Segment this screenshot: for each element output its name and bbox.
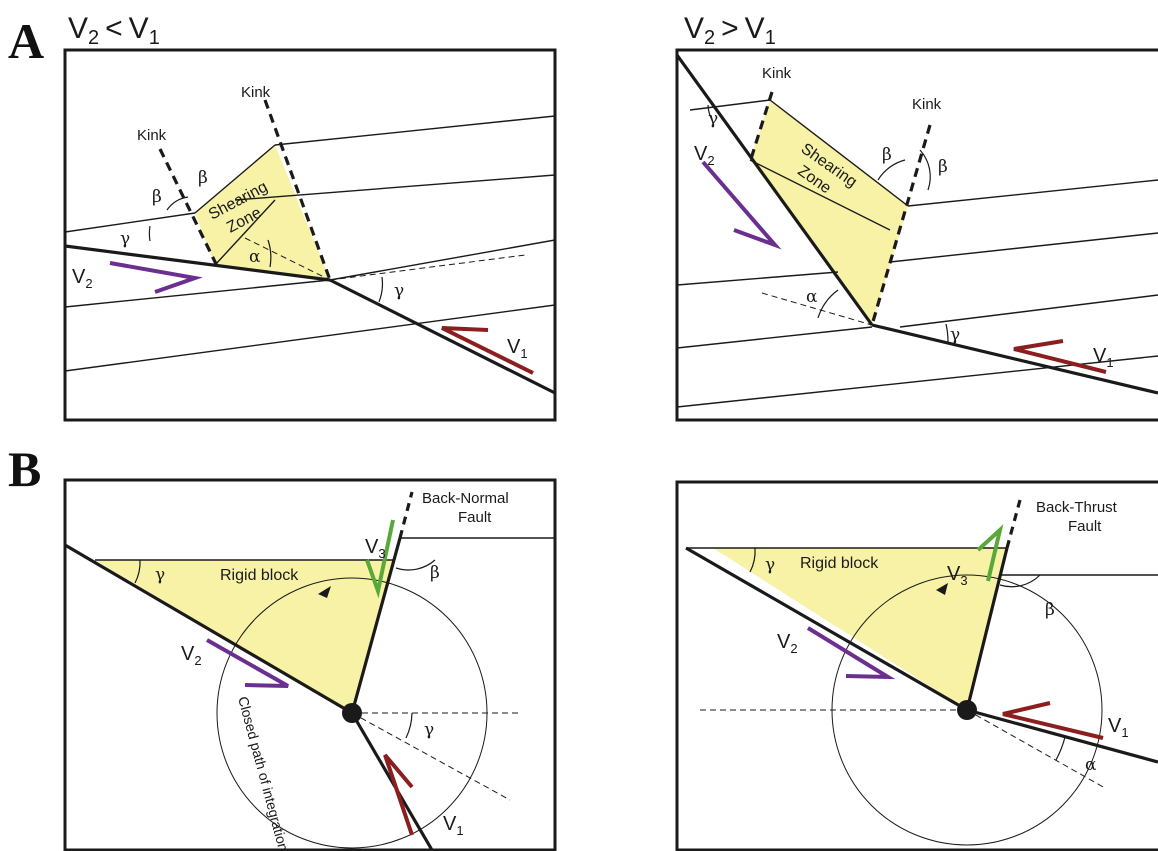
panel-letter-b: B <box>8 441 41 497</box>
dashed-reference <box>329 254 526 281</box>
v1-label: V1 <box>1093 345 1114 370</box>
fault-line <box>329 278 555 395</box>
v2-arrow <box>206 638 289 688</box>
beta-label: β <box>1045 600 1055 620</box>
back-normal-fault-extension <box>398 491 414 539</box>
dashed-reference <box>244 237 331 281</box>
fault-line <box>966 708 1158 764</box>
triple-junction-point <box>957 700 977 720</box>
kink-axis <box>158 148 220 269</box>
bedding-lines <box>65 115 555 372</box>
gamma-label: γ <box>155 565 165 585</box>
kink-axis <box>263 99 332 281</box>
path-direction-arrowhead <box>936 583 948 595</box>
rigid-block-fill <box>713 548 1007 710</box>
gamma-label: γ <box>120 229 130 249</box>
fault-line <box>685 546 968 712</box>
fault-line <box>65 244 331 282</box>
panel-frame <box>675 480 1158 851</box>
kink-axis <box>870 124 932 326</box>
gamma-label: γ <box>708 109 718 129</box>
caption-right: V2>V1 <box>684 12 776 49</box>
v1-label: V1 <box>507 336 528 361</box>
gamma-label: γ <box>424 720 434 740</box>
rigid-block-label: Rigid block <box>800 555 879 572</box>
panel-a-right: Kink Kink ShearingZone γ β β α γ V2 V1 <box>675 48 1158 422</box>
panel-letter-a: A <box>8 13 44 69</box>
panel-a-left: Kink Kink ShearingZone β β γ α γ V2 V1 <box>63 48 557 422</box>
shearing-zone-fill <box>750 100 908 325</box>
v1-arrow <box>1002 701 1104 740</box>
v2-label: V2 <box>72 266 93 291</box>
closed-path-label: Closed path of integration <box>235 695 292 851</box>
beta-label: β <box>198 168 208 188</box>
v1-label: V1 <box>1108 715 1129 740</box>
fault-line <box>350 537 402 714</box>
v2-label: V2 <box>181 643 202 668</box>
fault-line <box>871 323 1158 395</box>
dashed-reference <box>966 709 1106 789</box>
alpha-label: α <box>249 247 261 267</box>
caption-left: V2<V1 <box>68 12 160 49</box>
v1-label: V1 <box>443 813 464 838</box>
kink-label-1: Kink <box>762 65 792 82</box>
panel-frame <box>63 478 557 851</box>
panel-frame <box>63 48 557 422</box>
v3-label: V3 <box>947 563 968 588</box>
gamma-label: γ <box>394 281 404 301</box>
beta-label: β <box>882 145 892 165</box>
v2-arrow <box>109 261 203 294</box>
dashed-reference <box>761 292 873 326</box>
path-direction-arrowhead <box>318 586 331 598</box>
triple-junction-point <box>342 703 362 723</box>
fault-line <box>965 547 1009 711</box>
beta-label: β <box>152 187 162 207</box>
panel-frame <box>675 48 1158 422</box>
angle-arcs <box>749 547 1066 761</box>
rigid-block-label: Rigid block <box>220 567 299 584</box>
v3-label: V3 <box>365 536 386 561</box>
beta-label: β <box>938 157 948 177</box>
bedding-lines <box>677 99 1158 408</box>
shearing-zone-fill <box>195 145 330 280</box>
alpha-label: α <box>806 287 818 307</box>
v2-arrow <box>806 626 896 680</box>
v1-arrow <box>441 326 534 375</box>
v3-arrow <box>365 519 395 599</box>
rigid-block-fill <box>95 560 395 713</box>
v2-label: V2 <box>777 631 798 656</box>
v1-arrow <box>383 753 414 836</box>
gamma-label: γ <box>765 555 775 575</box>
kink-label-2: Kink <box>241 84 271 101</box>
back-thrust-fault-extension <box>1005 499 1022 549</box>
angle-arcs <box>148 196 384 303</box>
v1-arrow <box>1013 339 1107 374</box>
alpha-label: α <box>1085 755 1097 775</box>
fault-line <box>677 54 874 326</box>
v2-label: V2 <box>694 143 715 168</box>
fault-line <box>65 543 353 715</box>
kink-axis <box>748 91 774 163</box>
kink-label-2: Kink <box>912 96 942 113</box>
gamma-label: γ <box>950 325 960 345</box>
v3-arrow <box>976 524 1004 582</box>
v2-arrow <box>701 160 782 250</box>
kink-label-1: Kink <box>137 127 167 144</box>
dashed-reference <box>351 712 511 801</box>
beta-label: β <box>430 563 440 583</box>
angle-arcs <box>707 104 949 343</box>
angle-arcs <box>134 559 436 739</box>
